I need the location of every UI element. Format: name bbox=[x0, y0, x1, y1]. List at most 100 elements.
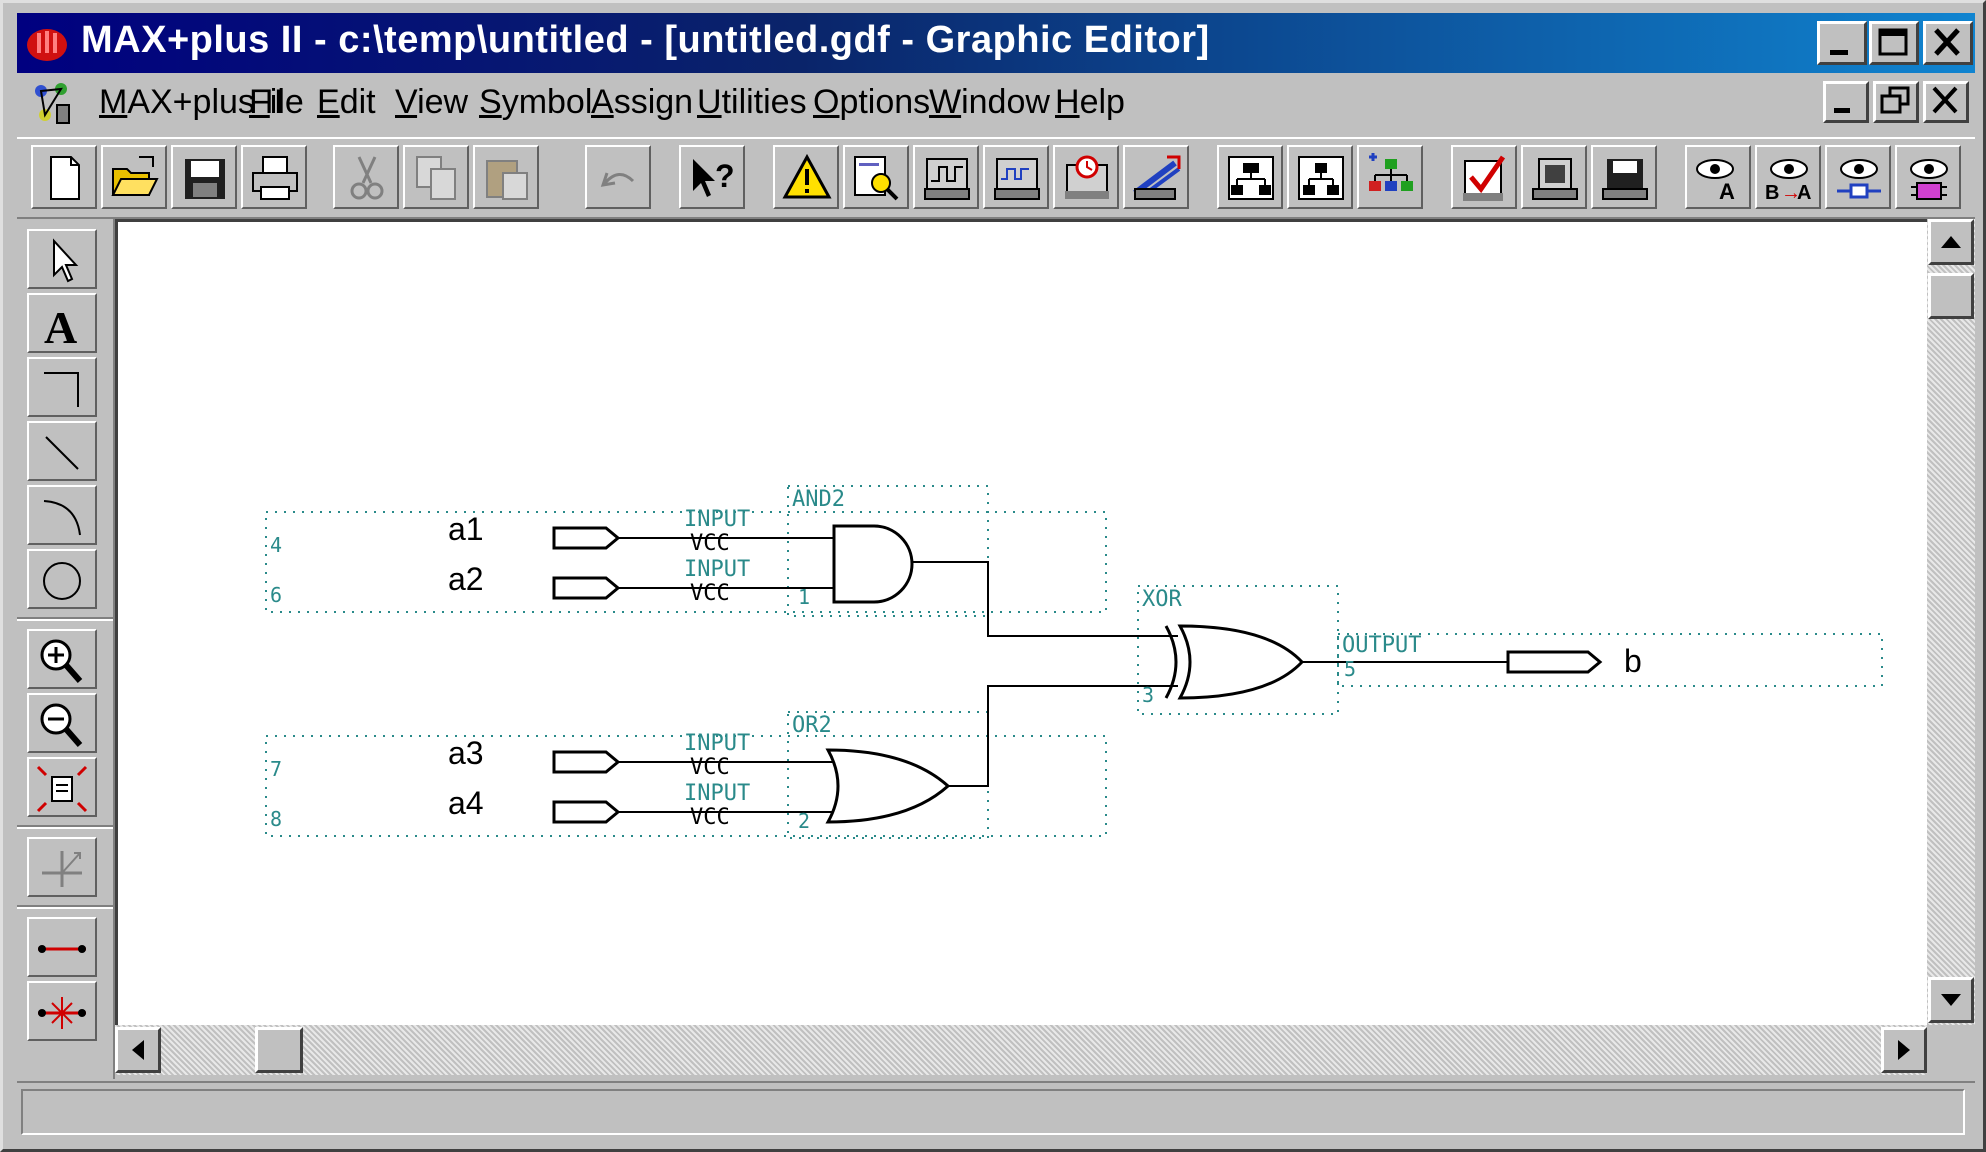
text-tool-button[interactable]: A bbox=[27, 293, 97, 353]
connect-lines-button[interactable] bbox=[27, 917, 97, 977]
maximize-icon bbox=[1878, 28, 1908, 56]
scroll-up-button[interactable] bbox=[1928, 219, 1974, 265]
disconnect-lines-button[interactable] bbox=[27, 981, 97, 1041]
svg-text:A: A bbox=[1719, 179, 1735, 203]
find-node-ba-button[interactable]: B→A bbox=[1755, 145, 1821, 209]
pin-name: a1 bbox=[448, 511, 484, 547]
context-help-button[interactable]: ? bbox=[679, 145, 745, 209]
input-pin-a2[interactable]: 6 a2 INPUT VCC bbox=[270, 557, 750, 607]
simulator-button[interactable] bbox=[913, 145, 979, 209]
input-pin-a1[interactable]: 4 a1 INPUT VCC bbox=[270, 507, 750, 557]
pin-number: 6 bbox=[270, 583, 282, 607]
vertical-scrollbar[interactable] bbox=[1927, 219, 1975, 1025]
open-button[interactable] bbox=[101, 145, 167, 209]
close-icon bbox=[1932, 86, 1958, 114]
device-button[interactable] bbox=[1521, 145, 1587, 209]
menu-view[interactable]: View bbox=[395, 83, 469, 121]
programmer-button[interactable] bbox=[1123, 145, 1189, 209]
diagonal-line-tool-button[interactable] bbox=[27, 421, 97, 481]
arc-tool-button[interactable] bbox=[27, 485, 97, 545]
rubberbanding-button[interactable] bbox=[27, 837, 97, 897]
find-probe-button[interactable] bbox=[1825, 145, 1891, 209]
compiler-button[interactable] bbox=[773, 145, 839, 209]
circle-tool-button[interactable] bbox=[27, 549, 97, 609]
primitive-label: INPUT bbox=[684, 507, 750, 532]
programmer-icon bbox=[1133, 155, 1181, 200]
input-group-box bbox=[265, 735, 1107, 837]
zoom-out-button[interactable] bbox=[27, 693, 97, 753]
new-button[interactable] bbox=[31, 145, 97, 209]
menu-symbol[interactable]: Symbol bbox=[479, 83, 593, 121]
paste-button[interactable] bbox=[473, 145, 539, 209]
print-button[interactable] bbox=[241, 145, 307, 209]
menu-edit[interactable]: Edit bbox=[317, 83, 376, 121]
menu-help[interactable]: Help bbox=[1055, 83, 1125, 121]
palette-divider bbox=[17, 617, 113, 621]
schematic-canvas[interactable]: 4 a1 INPUT VCC 6 a2 INPUT VCC AND2 1 bbox=[115, 219, 1930, 1028]
minimize-icon bbox=[1834, 108, 1850, 113]
maximize-button[interactable] bbox=[1869, 21, 1919, 65]
paste-icon bbox=[486, 160, 528, 200]
default-value-label: VCC bbox=[690, 531, 730, 556]
circle-icon bbox=[43, 562, 81, 600]
project-check-button[interactable] bbox=[1451, 145, 1517, 209]
horizontal-scrollbar[interactable] bbox=[115, 1025, 1927, 1075]
save-icon bbox=[185, 159, 225, 199]
timing-analyzer-button[interactable] bbox=[1053, 145, 1119, 209]
find-node-button[interactable] bbox=[1895, 145, 1961, 209]
find-node-a-button[interactable]: A bbox=[1685, 145, 1751, 209]
scroll-down-button[interactable] bbox=[1928, 977, 1974, 1023]
menu-assign[interactable]: Assign bbox=[591, 83, 694, 121]
scrollbar-corner bbox=[1927, 1025, 1975, 1075]
gate-label: AND2 bbox=[792, 487, 845, 512]
child-window-icon[interactable] bbox=[31, 79, 75, 129]
save-compile-icon bbox=[1602, 159, 1648, 200]
connect-dot-icon bbox=[38, 945, 86, 953]
hierarchy-up-button[interactable] bbox=[1217, 145, 1283, 209]
scroll-right-button[interactable] bbox=[1881, 1027, 1927, 1073]
menu-utilities[interactable]: Utilities bbox=[697, 83, 807, 121]
hierarchy-display-button[interactable] bbox=[1357, 145, 1423, 209]
find-button[interactable] bbox=[843, 145, 909, 209]
new-file-icon bbox=[50, 156, 80, 200]
output-pin-b[interactable]: OUTPUT 5 b bbox=[1342, 633, 1642, 681]
scroll-left-button[interactable] bbox=[115, 1027, 161, 1073]
menu-file[interactable]: File bbox=[249, 83, 304, 121]
orthogonal-line-tool-button[interactable] bbox=[27, 357, 97, 417]
selection-tool-button[interactable] bbox=[27, 229, 97, 289]
minimize-button[interactable] bbox=[1817, 21, 1867, 65]
waveform-icon bbox=[994, 158, 1040, 200]
menu-options[interactable]: Options bbox=[813, 83, 931, 121]
input-pin-a3[interactable]: 7 a3 INPUT VCC bbox=[270, 731, 750, 781]
waveform-button[interactable] bbox=[983, 145, 1049, 209]
device-icon bbox=[1532, 158, 1578, 200]
title-bar[interactable]: MAX+plus II - c:\temp\untitled - [untitl… bbox=[17, 13, 1975, 73]
child-restore-button[interactable] bbox=[1873, 81, 1919, 123]
schematic-drawing: 4 a1 INPUT VCC 6 a2 INPUT VCC AND2 1 bbox=[265, 485, 1883, 839]
close-button[interactable] bbox=[1923, 21, 1973, 65]
copy-button[interactable] bbox=[403, 145, 469, 209]
diagonal-line-icon bbox=[45, 436, 79, 470]
fit-in-window-button[interactable] bbox=[27, 757, 97, 817]
pin-name: a4 bbox=[448, 785, 484, 821]
child-minimize-button[interactable] bbox=[1823, 81, 1869, 123]
undo-button[interactable] bbox=[585, 145, 651, 209]
input-pin-a4[interactable]: 8 a4 INPUT VCC bbox=[270, 781, 750, 831]
menu-maxplus[interactable]: MAX+plus II bbox=[99, 83, 284, 121]
simulator-icon bbox=[924, 158, 970, 200]
save-button[interactable] bbox=[171, 145, 237, 209]
toolbar: ? bbox=[17, 137, 1975, 219]
vertical-scroll-thumb[interactable] bbox=[1928, 273, 1974, 319]
menu-label: ptions bbox=[839, 83, 931, 121]
cut-button[interactable] bbox=[333, 145, 399, 209]
save-compile-button[interactable] bbox=[1591, 145, 1657, 209]
and-gate[interactable]: AND2 1 bbox=[792, 487, 914, 609]
child-close-button[interactable] bbox=[1923, 81, 1969, 123]
menu-bar: MAX+plus II File Edit View Symbol Assign… bbox=[17, 75, 1975, 133]
xor-gate[interactable]: XOR 3 bbox=[1142, 587, 1305, 707]
menu-window[interactable]: Window bbox=[929, 83, 1050, 121]
zoom-in-button[interactable] bbox=[27, 629, 97, 689]
hierarchy-down-button[interactable] bbox=[1287, 145, 1353, 209]
horizontal-scroll-thumb[interactable] bbox=[255, 1027, 303, 1073]
or-gate[interactable]: OR2 2 bbox=[792, 713, 951, 833]
